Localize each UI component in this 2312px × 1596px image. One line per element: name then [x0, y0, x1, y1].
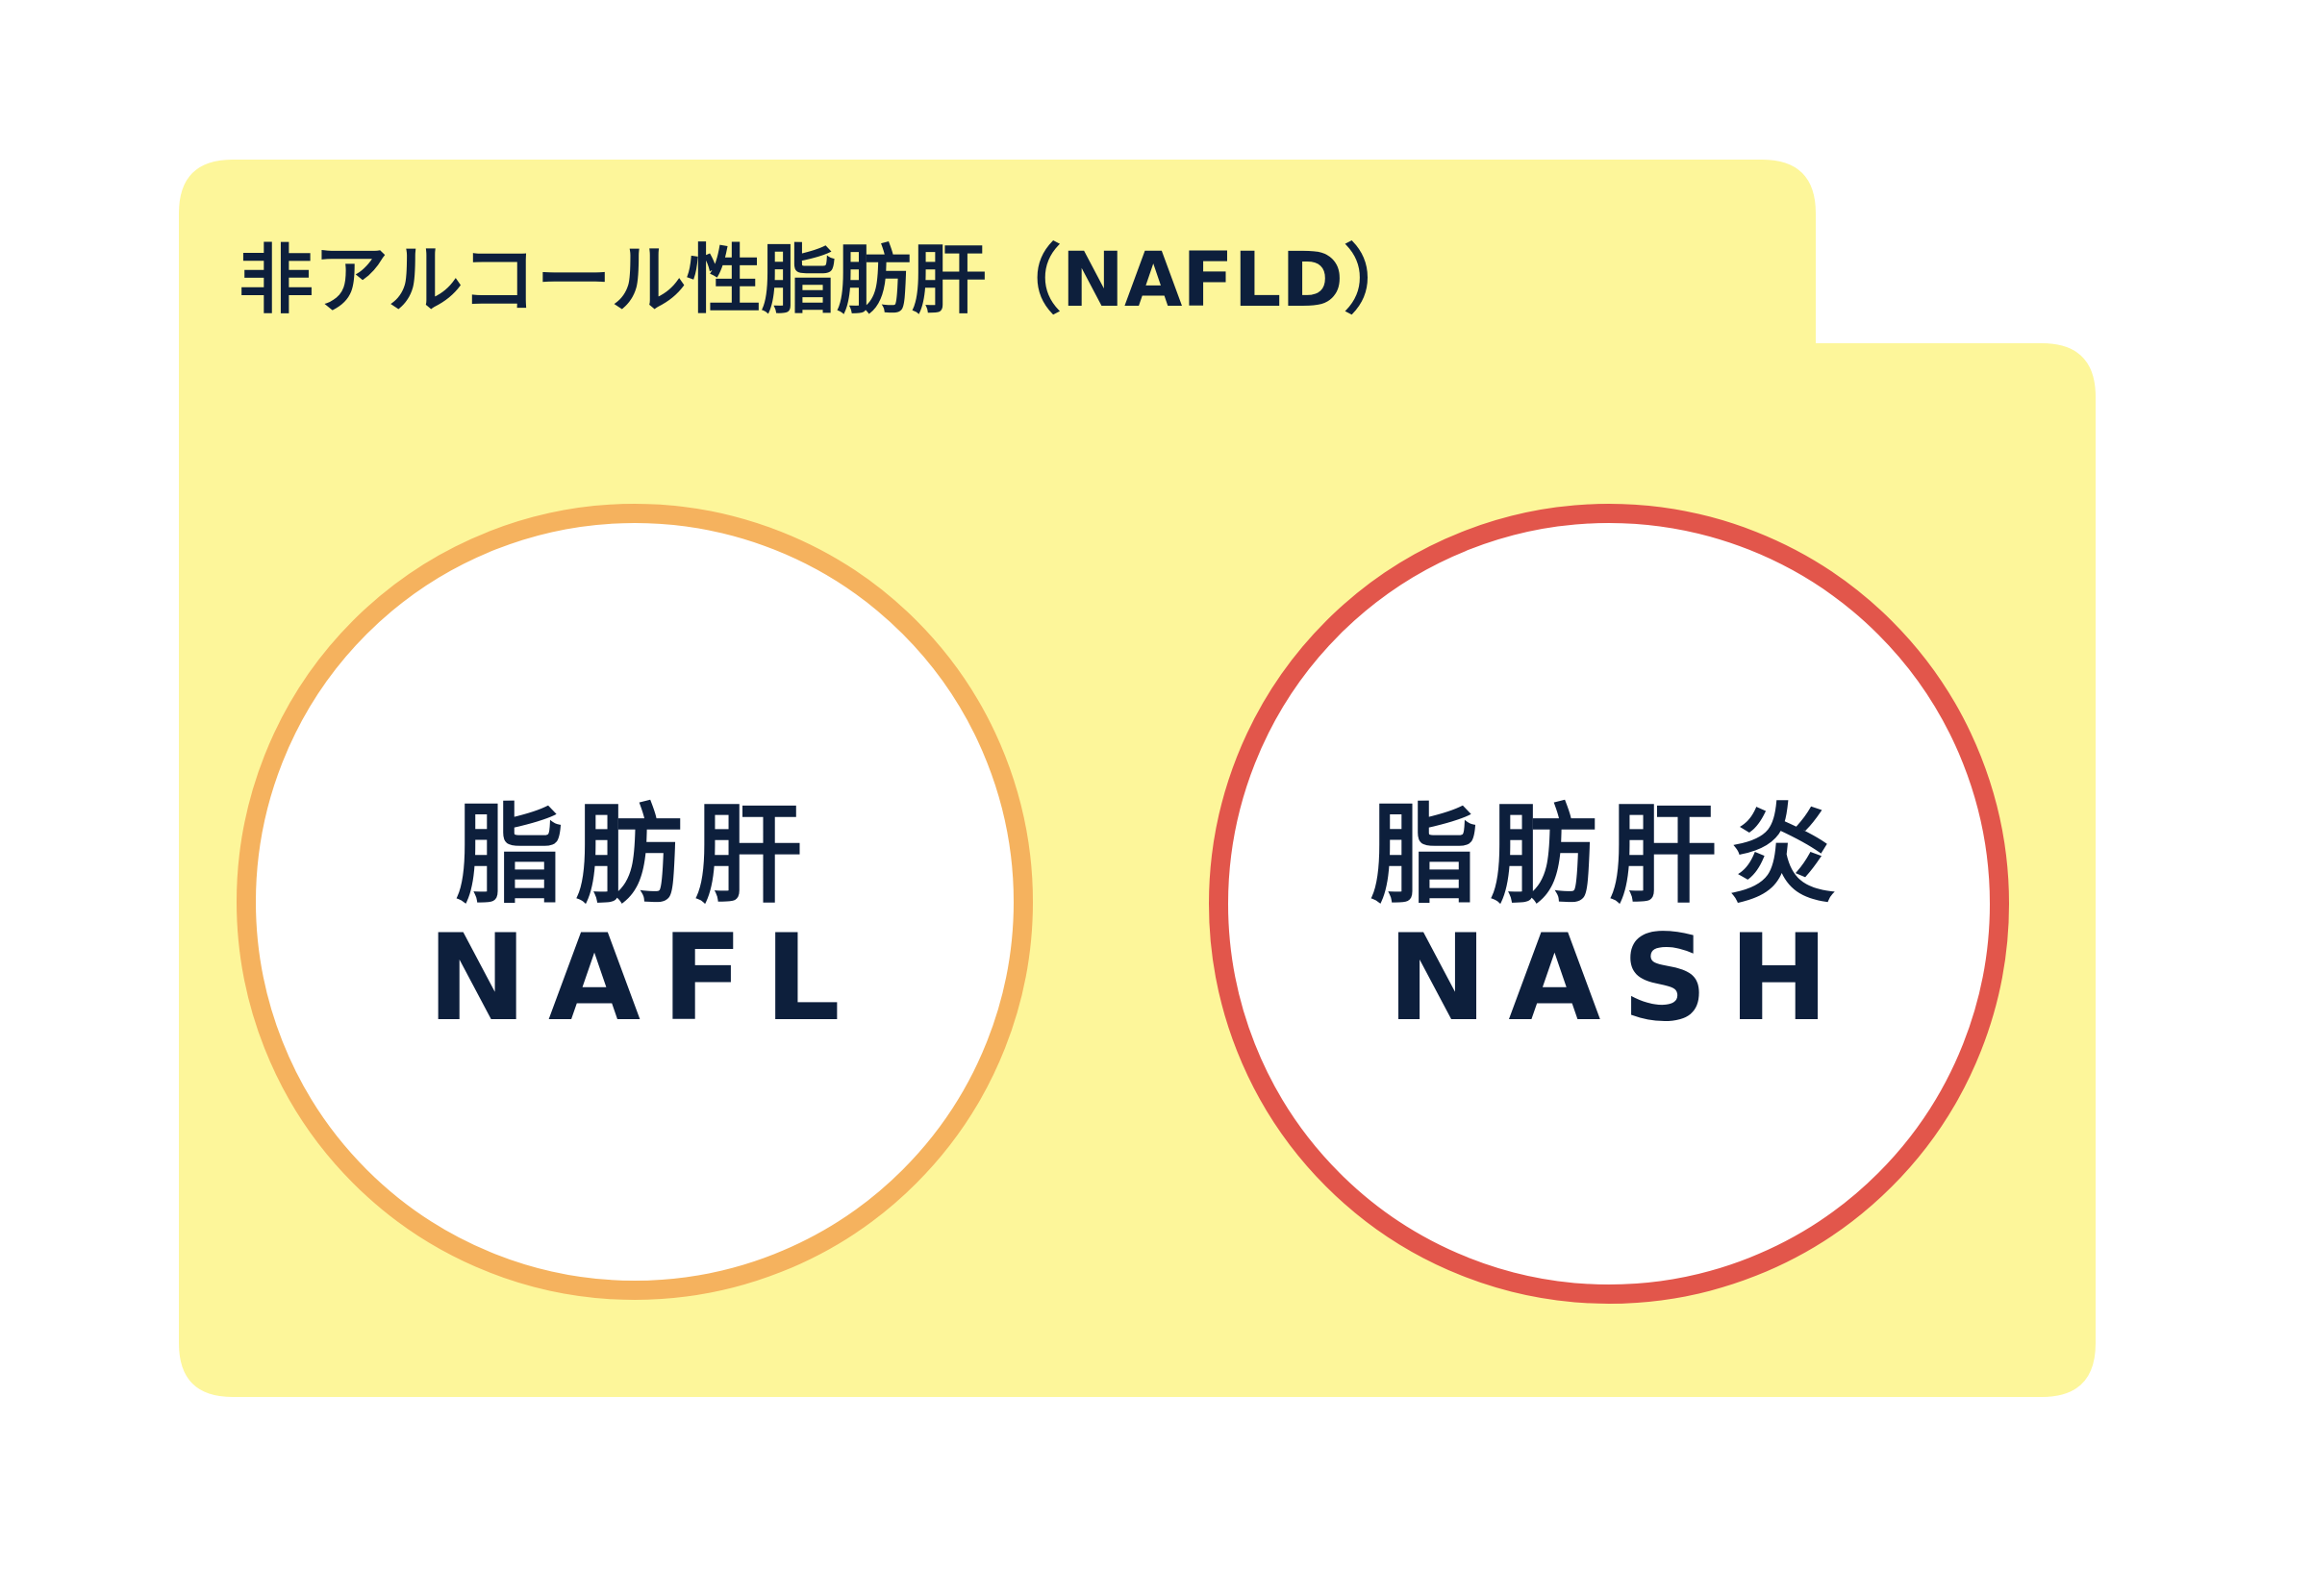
nafl-group: 脂肪肝 NAFL — [237, 504, 1033, 1300]
panel-title: 非アルコール性脂肪肝（NAFLD） — [239, 237, 1419, 324]
nash-circle — [1209, 504, 2009, 1304]
nash-label-ja: 脂肪肝炎 — [1370, 793, 1847, 918]
nash-label-en: NASH — [1388, 910, 1850, 1048]
nafl-circle — [237, 504, 1033, 1300]
nash-group: 脂肪肝炎 NASH — [1209, 504, 2009, 1304]
nafl-label-en: NAFL — [427, 910, 861, 1048]
nafl-label-ja: 脂肪肝 — [456, 793, 814, 918]
